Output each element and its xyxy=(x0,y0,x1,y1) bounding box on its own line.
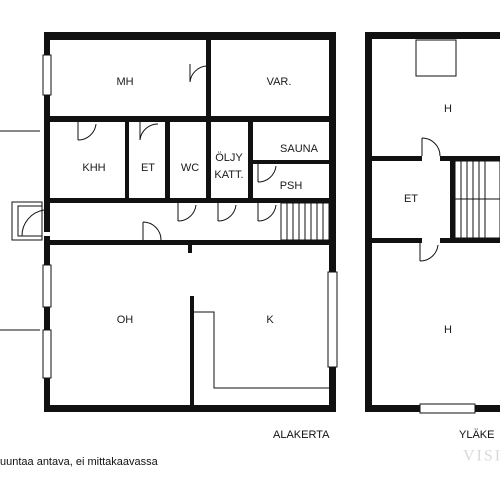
lower-post xyxy=(188,245,192,253)
lower-wall-khh-et xyxy=(125,122,129,202)
lower-stairs xyxy=(280,202,330,241)
room-label-upper-h1: H xyxy=(444,103,452,115)
upper-wall-et-right xyxy=(450,161,455,238)
entrance-step xyxy=(11,201,45,241)
room-label-wc: WC xyxy=(181,162,199,174)
window-oh-2 xyxy=(42,329,52,379)
window-mh xyxy=(42,54,52,96)
lower-wall-top xyxy=(44,32,336,40)
kitchen-counter xyxy=(194,311,329,389)
lower-wall-et-wc xyxy=(165,122,170,202)
upper-floor: H ET H YLÄKE xyxy=(365,32,500,441)
lower-wall-mh-var xyxy=(206,40,211,120)
floor-name-upper: YLÄKE xyxy=(459,429,494,441)
window-upper-h2 xyxy=(419,403,476,414)
room-label-psh: PSH xyxy=(280,180,303,192)
lower-wall-row2-bottom xyxy=(50,198,329,203)
lower-wall-hall-bottom xyxy=(50,240,329,245)
lower-wall-oh-k xyxy=(190,296,194,408)
room-label-var: VAR. xyxy=(267,76,292,88)
floor-name-lower: ALAKERTA xyxy=(273,429,330,441)
lower-wall-left-lower xyxy=(44,236,50,412)
room-label-mh: MH xyxy=(116,76,133,88)
watermark-logo: VISIO xyxy=(463,448,500,465)
upper-doors xyxy=(419,137,441,262)
room-label-et: ET xyxy=(141,162,155,174)
room-label-upper-et: ET xyxy=(404,193,418,205)
room-label-k: K xyxy=(266,314,274,326)
lower-wall-bottom xyxy=(44,405,336,412)
upper-wall-top xyxy=(365,32,500,39)
lower-wall-left-upper xyxy=(44,32,50,232)
disclaimer-text: uuntaa antava, ei mittakaavassa xyxy=(0,456,159,468)
terrace-outline xyxy=(0,130,40,331)
window-k xyxy=(327,271,338,368)
room-label-oh: OH xyxy=(117,314,134,326)
room-label-upper-h2: H xyxy=(444,324,452,336)
upper-wall-stair-top xyxy=(440,156,500,161)
upper-wall-h1-bottom xyxy=(372,156,422,161)
window-oh-1 xyxy=(42,264,52,308)
lower-wall-wc-oljy xyxy=(206,122,211,202)
upper-wall-stair-bottom xyxy=(440,238,500,243)
upper-stairs xyxy=(454,160,500,239)
lower-wall-right xyxy=(329,32,336,412)
room-label-oljy: ÖLJY xyxy=(215,152,243,164)
room-label-sauna: SAUNA xyxy=(280,143,319,155)
lower-wall-row1-bottom xyxy=(50,116,329,122)
lower-wall-sauna-psh xyxy=(253,160,329,164)
upper-chimney xyxy=(415,39,457,77)
upper-wall-et-bottom xyxy=(372,238,422,243)
lower-wall-oljy-sauna xyxy=(248,122,253,202)
room-label-katt: KATT. xyxy=(214,169,243,181)
lower-doors xyxy=(77,64,277,241)
lower-floor: MH VAR. KHH ET WC ÖLJY KATT. SAUNA PSH O… xyxy=(0,32,338,441)
upper-wall-left xyxy=(365,32,372,412)
room-label-khh: KHH xyxy=(82,162,105,174)
